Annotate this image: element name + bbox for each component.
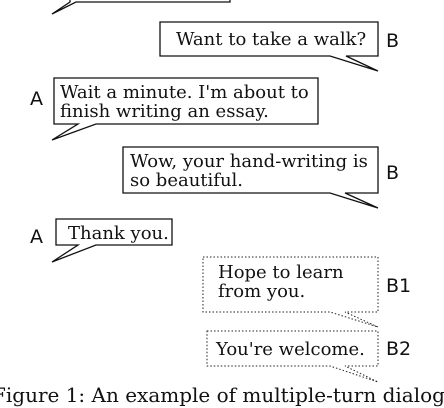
speech-bubble-6: You're welcome. B2 [206, 330, 411, 383]
bubble-line: so beautiful. [130, 170, 243, 191]
speaker-label: B1 [386, 275, 411, 297]
bubble-line: Hope to learn [218, 262, 344, 283]
speech-bubble-3: Wow, your hand-writing is so beautiful. … [122, 146, 399, 209]
bubble-line: Wow, your hand-writing is [130, 151, 368, 172]
speaker-label: A [30, 88, 43, 110]
speech-bubble-1: Want to take a walk? B [159, 21, 399, 72]
speech-bubble-0 [51, 0, 231, 15]
speaker-label: B [386, 162, 399, 184]
speaker-label: B2 [386, 338, 411, 360]
bubble-outline [51, 0, 231, 15]
speaker-label: B [386, 30, 399, 52]
bubble-line: Want to take a walk? [176, 29, 366, 50]
bubble-outline [202, 256, 379, 328]
figure-caption: Figure 1: An example of multiple-turn di… [0, 383, 444, 407]
speech-bubble-5: Hope to learn from you. B1 [202, 256, 411, 328]
bubble-outline [51, 77, 319, 141]
bubble-outline [206, 330, 379, 383]
speech-bubble-4: Thank you. A [30, 218, 173, 263]
speech-bubble-2: Wait a minute. I'm about to finish writi… [30, 77, 319, 141]
bubble-outline [159, 21, 379, 72]
bubble-outline [51, 218, 173, 263]
bubble-line: Thank you. [68, 223, 169, 244]
bubble-outline [122, 146, 379, 209]
speaker-label: A [30, 226, 43, 248]
bubble-line: finish writing an essay. [60, 101, 269, 122]
bubble-line: Wait a minute. I'm about to [60, 82, 309, 103]
bubble-line: from you. [218, 281, 305, 302]
bubble-line: You're welcome. [215, 339, 365, 360]
